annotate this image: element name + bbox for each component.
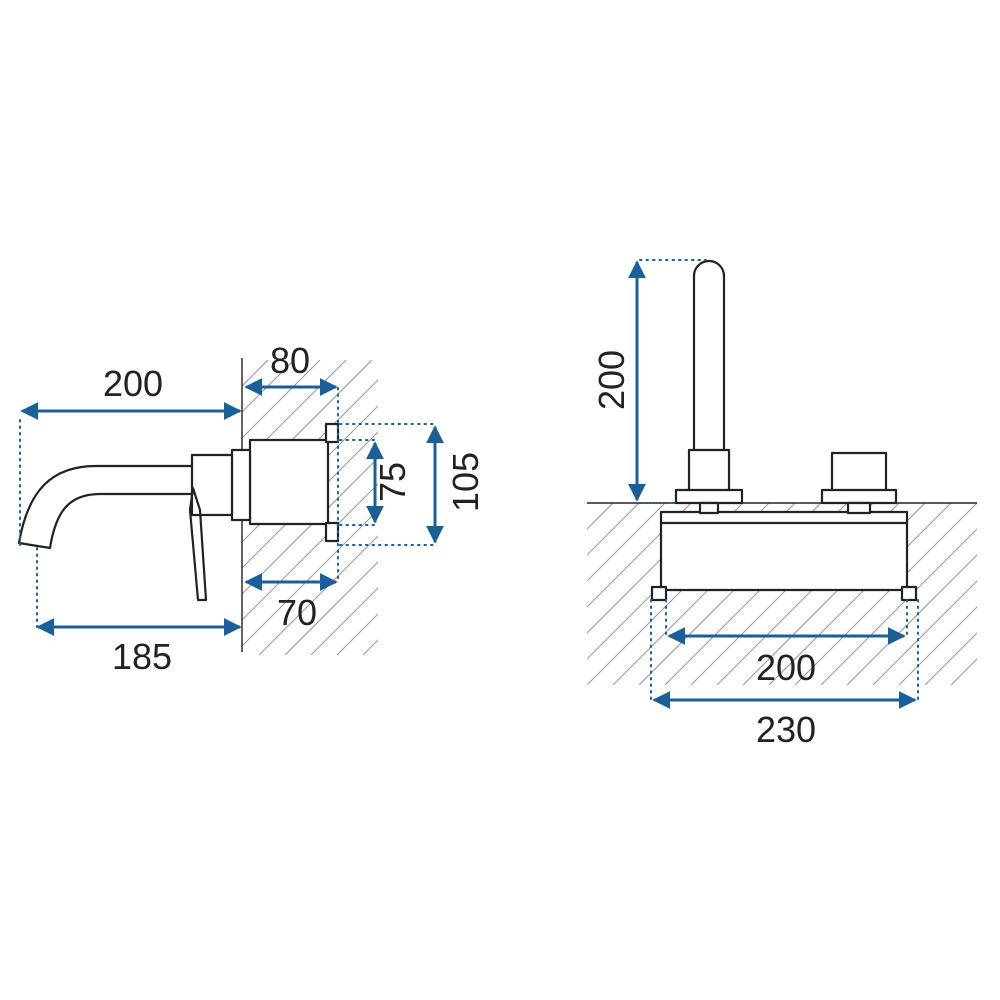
hatch-line-right xyxy=(872,580,977,685)
spout-base-plate xyxy=(674,488,744,505)
label-spout-height: 200 xyxy=(591,350,632,410)
lever-handle xyxy=(188,486,208,602)
hatch-line-left xyxy=(242,360,347,465)
hatch-line-right xyxy=(976,684,977,685)
hatch-line-left xyxy=(389,360,684,655)
hatch-line-right xyxy=(587,503,666,582)
hatch-line-right xyxy=(587,503,614,530)
body-top-tab xyxy=(324,422,340,444)
spout-outline xyxy=(17,464,192,550)
front-view: 200 200 230 xyxy=(587,259,977,750)
hatch-line-left xyxy=(242,360,321,439)
hatch-line-right xyxy=(794,503,977,685)
hatch-line-left xyxy=(242,509,378,647)
hatch-line-left xyxy=(493,360,788,655)
label-wall-depth-max: 80 xyxy=(270,340,310,381)
hatch-line-left xyxy=(519,360,814,655)
handle-plate xyxy=(820,488,898,505)
label-spout-projection: 185 xyxy=(112,636,172,677)
concealed-body-left xyxy=(248,438,330,526)
hatch-line-right xyxy=(587,503,640,556)
concealed-box-front xyxy=(659,510,909,592)
label-box-width-inner: 200 xyxy=(756,647,816,688)
hatch-line-left xyxy=(284,561,378,655)
label-box-height-outer: 105 xyxy=(445,452,486,512)
wall-flange xyxy=(230,448,252,522)
label-spout-length: 200 xyxy=(103,363,163,404)
hatch-line-left xyxy=(242,483,378,621)
handle-knob xyxy=(830,451,888,494)
hatch-line-left xyxy=(242,360,373,491)
label-box-height-inner: 75 xyxy=(372,462,413,502)
hatch-line-right xyxy=(587,503,588,504)
hatch-line-left xyxy=(258,535,378,655)
spout-base-collar xyxy=(687,448,731,494)
hatch-line-left xyxy=(242,360,295,413)
box-left-foot xyxy=(650,585,668,602)
side-view: 200 80 70 75 105 185 xyxy=(17,340,918,677)
body-bottom-tab xyxy=(324,521,340,543)
box-right-foot xyxy=(900,585,918,602)
hatch-line-right xyxy=(924,632,977,685)
mixer-collar xyxy=(190,453,234,517)
hatch-line-right xyxy=(898,606,977,685)
hatch-line-right xyxy=(846,554,977,685)
spout-tube xyxy=(692,259,726,452)
hatch-line-left xyxy=(623,360,918,655)
label-box-width-outer: 230 xyxy=(756,709,816,750)
label-wall-depth-min: 70 xyxy=(277,592,317,633)
handle-foot xyxy=(846,501,872,515)
hatch-line-left xyxy=(310,587,378,655)
hatch-line-left xyxy=(545,360,840,655)
hatch-line-right xyxy=(768,503,952,685)
spout-base-foot xyxy=(698,501,720,515)
